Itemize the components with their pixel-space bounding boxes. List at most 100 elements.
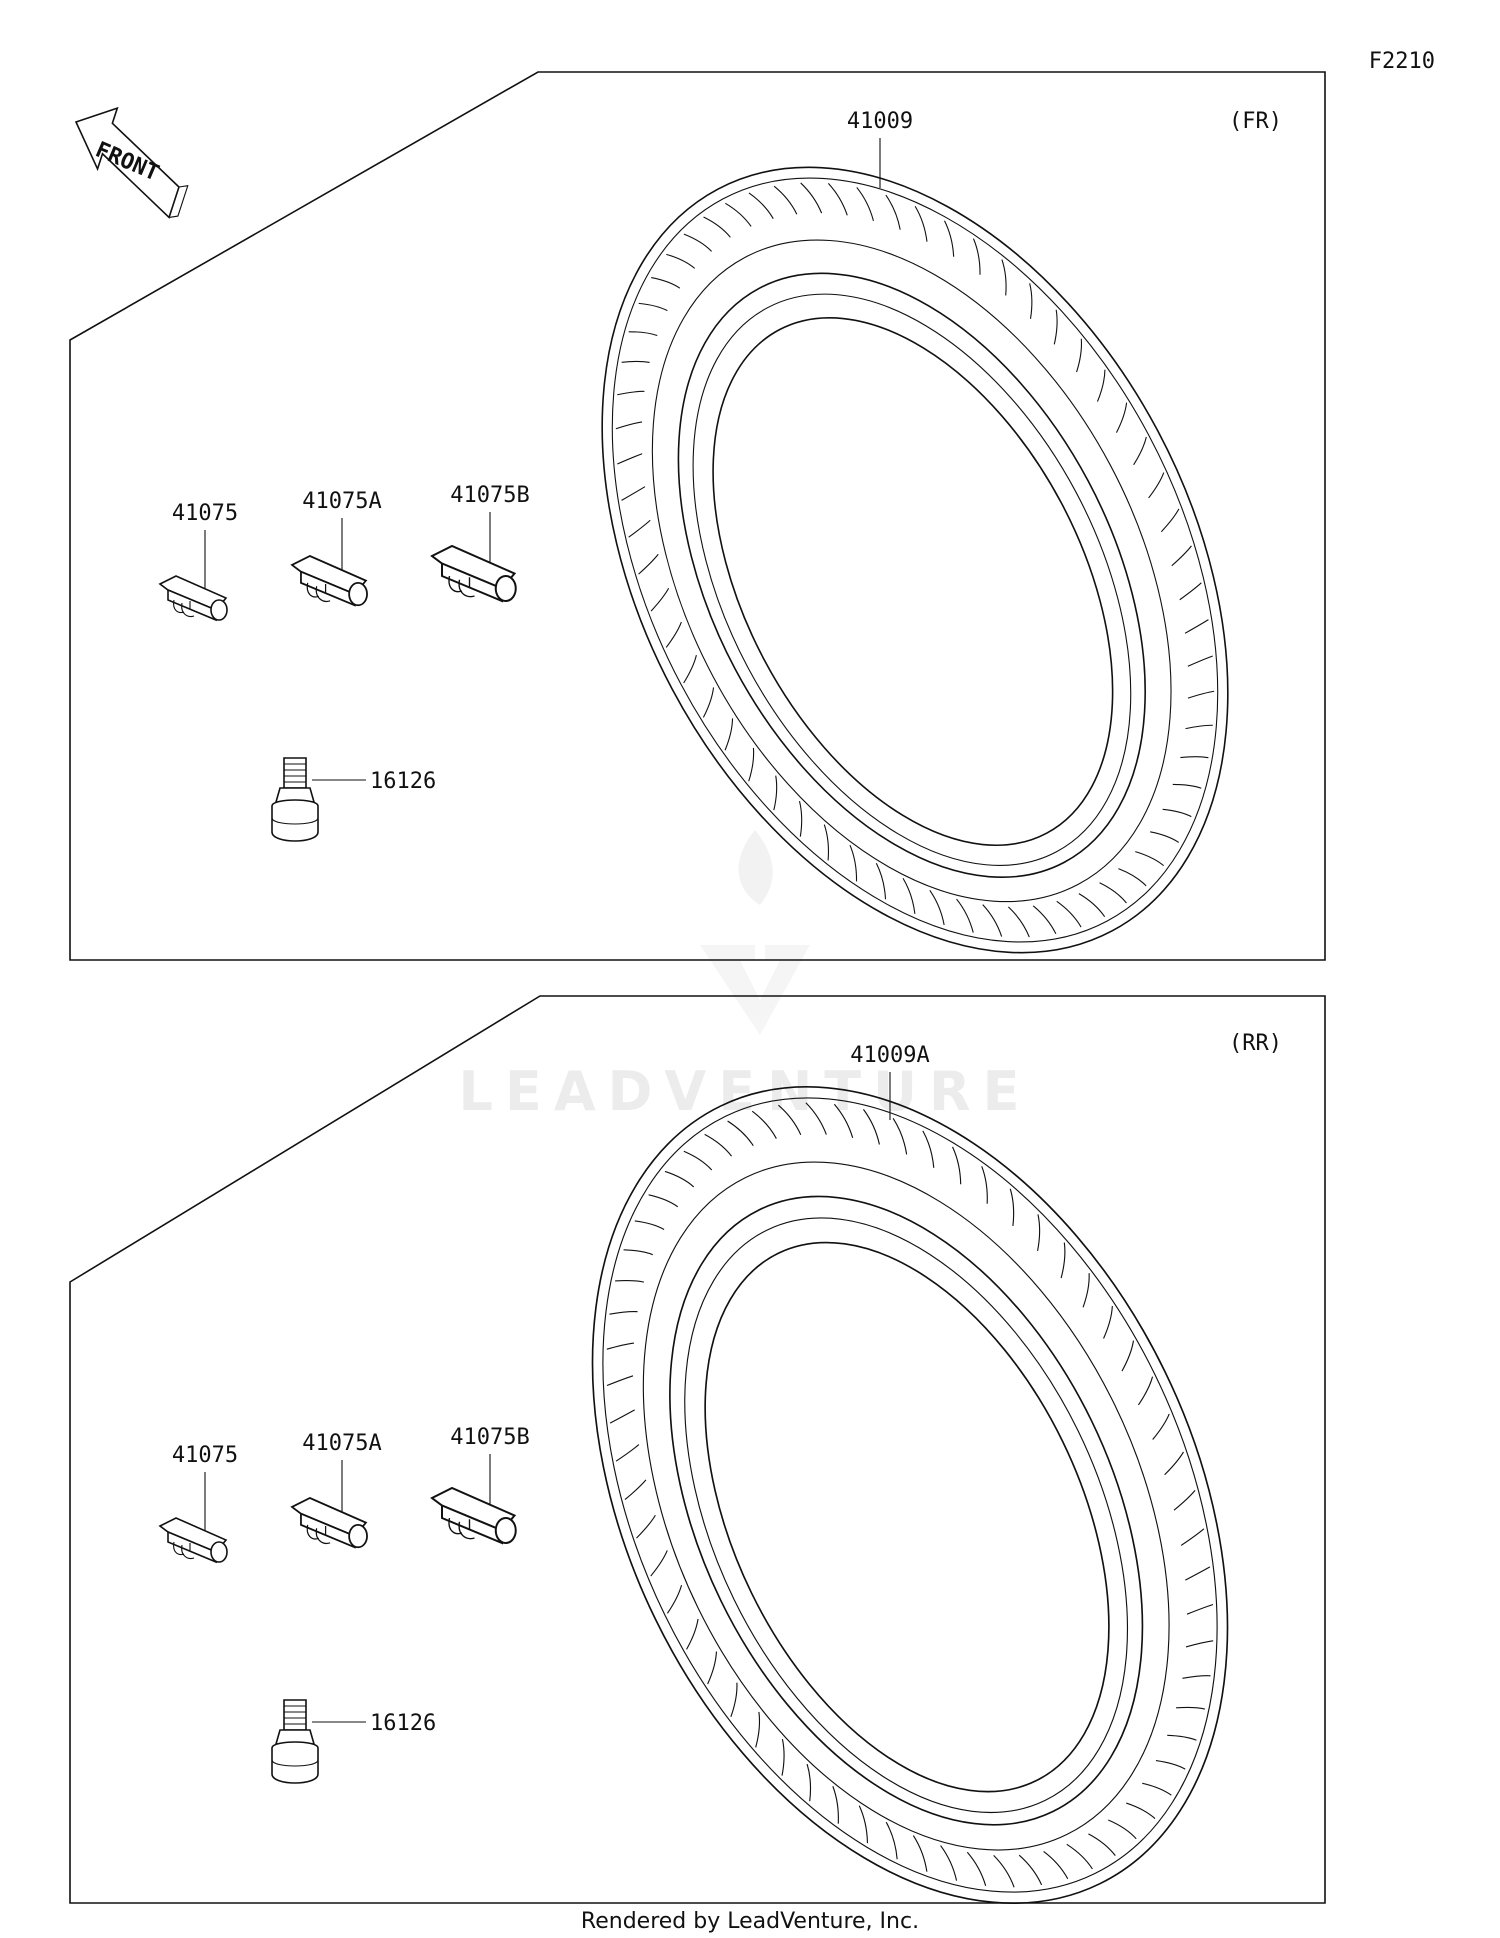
tread-mark xyxy=(1160,508,1180,533)
tread-mark xyxy=(707,1651,718,1685)
tread-mark xyxy=(1118,868,1147,887)
wheel-weight-icon xyxy=(159,1517,228,1563)
tread-mark xyxy=(832,1786,839,1824)
tread-mark xyxy=(800,182,823,214)
tread-mark xyxy=(1108,1819,1137,1840)
tread-mark xyxy=(748,747,755,782)
valve-stem-icon xyxy=(271,757,319,842)
tread-mark xyxy=(1176,1706,1205,1710)
tread-mark xyxy=(1001,259,1007,296)
tread-mark xyxy=(623,1249,653,1256)
tread-mark xyxy=(1135,851,1165,867)
tread-mark xyxy=(929,890,945,926)
wheel-weight-icon xyxy=(159,575,228,621)
panel-border xyxy=(69,995,1326,1904)
tread-mark xyxy=(683,655,697,684)
footer-credit: Rendered by LeadVenture, Inc. xyxy=(581,1909,919,1934)
tread-mark xyxy=(1043,1850,1069,1880)
tread-mark xyxy=(972,238,981,275)
tread-mark xyxy=(952,1146,962,1185)
tread-mark xyxy=(636,1514,656,1539)
tread-mark xyxy=(621,360,650,364)
tread-mark xyxy=(856,187,874,222)
tread-mark xyxy=(875,862,887,900)
tread-mark xyxy=(993,1855,1015,1888)
tread-mark xyxy=(1172,783,1202,789)
valve-stem-icon xyxy=(271,1699,319,1784)
tread-mark xyxy=(778,1104,802,1136)
tread-mark xyxy=(1076,338,1083,373)
tread-mark xyxy=(1056,900,1082,928)
tread-mark xyxy=(1179,582,1202,601)
position-tag: (RR) xyxy=(1229,1031,1282,1056)
tread-mark xyxy=(704,1133,733,1157)
valve-part-number: 16126 xyxy=(370,1711,436,1736)
panel-front: (FR) 41009 41075 41075A 41075B 16126 xyxy=(69,59,1356,1061)
tread-mark xyxy=(615,421,643,430)
tread-mark xyxy=(1164,1451,1184,1476)
tread-mark xyxy=(724,718,734,751)
diagram-code: F2210 xyxy=(1369,49,1435,74)
tread-mark xyxy=(650,588,670,612)
tread-mark xyxy=(609,1409,635,1424)
leadventure-logo-icon xyxy=(700,830,810,1035)
tread-mark xyxy=(1007,906,1030,938)
tread-mark xyxy=(1142,1782,1172,1796)
weight-part-number: 41075B xyxy=(450,1425,529,1450)
tread-mark xyxy=(651,277,681,289)
valve-part-number: 16126 xyxy=(370,769,436,794)
tread-mark xyxy=(966,1851,987,1886)
tread-mark xyxy=(1115,402,1128,433)
tread-mark xyxy=(628,519,651,538)
weight-part-number: 41075A xyxy=(302,1431,381,1456)
tread-mark xyxy=(1009,1188,1015,1226)
tread-mark xyxy=(982,904,1003,937)
tread-mark xyxy=(751,1110,777,1139)
tread-mark xyxy=(1148,472,1165,499)
tread-mark xyxy=(1152,1413,1170,1440)
tread-mark xyxy=(730,1682,738,1717)
tread-mark xyxy=(902,877,916,914)
tire-icon xyxy=(464,981,1356,1938)
tread-mark xyxy=(885,194,901,230)
tread-mark xyxy=(703,216,731,238)
tread-mark xyxy=(956,898,974,933)
tread-mark xyxy=(606,1342,635,1350)
tread-mark xyxy=(1126,1802,1156,1819)
tread-mark xyxy=(665,621,682,648)
tread-mark xyxy=(823,824,830,861)
tread-mark xyxy=(1180,1528,1205,1546)
tread-mark xyxy=(666,253,696,269)
tread-mark xyxy=(638,302,668,312)
tread-mark xyxy=(781,1738,785,1776)
tread-mark xyxy=(1173,1490,1196,1511)
tread-mark xyxy=(885,1821,898,1860)
tread-mark xyxy=(1186,1603,1214,1615)
tread-mark xyxy=(1096,369,1106,402)
tread-mark xyxy=(1032,905,1057,935)
tread-mark xyxy=(892,1117,908,1155)
tread-mark xyxy=(666,1584,683,1614)
tread-mark xyxy=(755,1711,761,1748)
tread-mark xyxy=(617,453,643,465)
tread-mark xyxy=(1029,283,1033,319)
tread-mark xyxy=(648,1194,679,1208)
tread-mark xyxy=(1060,1242,1066,1279)
panel-border xyxy=(69,71,1326,961)
tread-mark xyxy=(981,1166,988,1204)
tread-mark xyxy=(914,205,928,242)
tread-mark xyxy=(1187,690,1215,699)
tread-mark xyxy=(798,801,803,837)
position-tag: (FR) xyxy=(1229,109,1282,134)
tread-mark xyxy=(1185,724,1213,730)
tread-mark xyxy=(615,1444,640,1462)
tread-mark xyxy=(650,1550,668,1577)
tread-mark xyxy=(940,1845,958,1881)
tread-mark xyxy=(1187,655,1213,667)
tread-mark xyxy=(1155,1759,1186,1770)
weight-part-number: 41075B xyxy=(450,483,529,508)
tread-mark xyxy=(606,1375,634,1387)
tread-mark xyxy=(833,1103,854,1138)
tread-mark xyxy=(1121,1340,1135,1372)
